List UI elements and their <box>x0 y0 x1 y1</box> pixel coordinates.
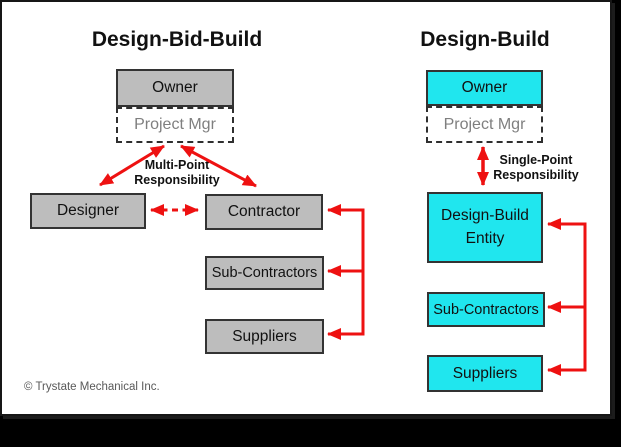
db-entity-line2: Entity <box>465 229 505 247</box>
multi-point-label-line1: Multi-Point <box>144 158 210 172</box>
db-project-mgr-box: Project Mgr <box>426 106 543 143</box>
db-entity-line1: Design-Build <box>441 207 529 225</box>
dbb-subcontractors-box: Sub-Contractors <box>205 256 324 290</box>
right-diagram-title: Design-Build <box>420 28 550 51</box>
multi-point-label-line2: Responsibility <box>134 173 220 187</box>
db-subcontractors-box: Sub-Contractors <box>427 292 545 327</box>
left-diagram-title: Design-Bid-Build <box>91 28 263 51</box>
db-entity-box: Design-Build Entity <box>427 192 543 263</box>
single-point-label-line1: Single-Point <box>499 153 573 167</box>
single-point-label-line2: Responsibility <box>493 168 579 182</box>
diagram-card: Design-Bid-Build Design-Build Owner Proj… <box>0 0 612 416</box>
dbb-project-mgr-box: Project Mgr <box>116 107 234 143</box>
db-contract-bracket <box>547 218 587 376</box>
multi-point-responsibility-label: Multi-Point Responsibility <box>115 158 239 188</box>
copyright-text: © Trystate Mechanical Inc. <box>24 381 160 393</box>
dbb-owner-box: Owner <box>116 69 234 107</box>
dbb-contract-bracket <box>327 204 365 340</box>
dbb-suppliers-box: Suppliers <box>205 319 324 354</box>
dbb-designer-box: Designer <box>30 193 146 229</box>
db-owner-box: Owner <box>426 70 543 106</box>
single-point-responsibility-label: Single-Point Responsibility <box>492 153 580 183</box>
dbb-contractor-box: Contractor <box>205 194 323 230</box>
db-suppliers-box: Suppliers <box>427 355 543 392</box>
